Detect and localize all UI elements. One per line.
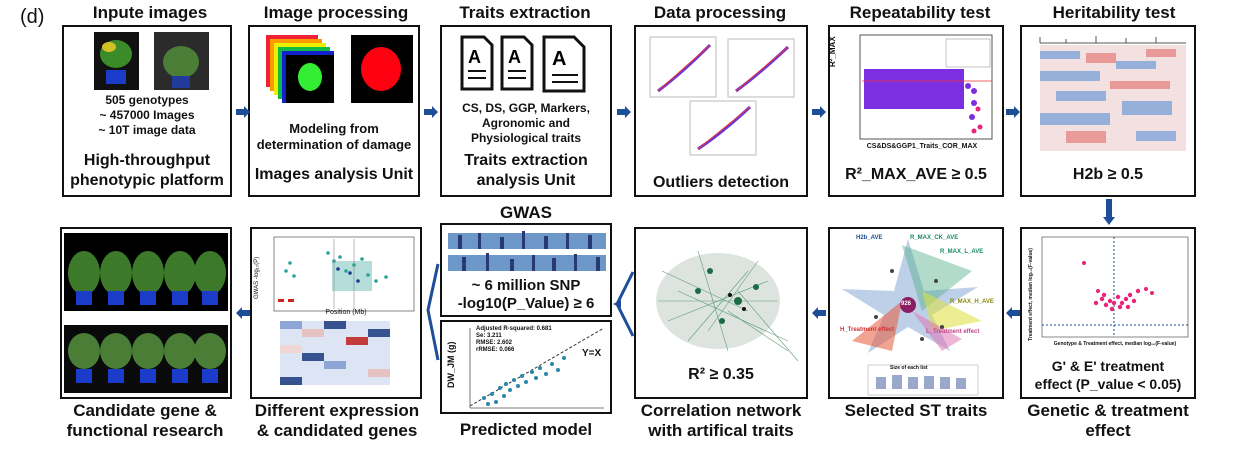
- predicted-stats: Adjusted R-squared: 0.681 Se: 3.211 RMSE…: [476, 326, 552, 353]
- repeat-xlabel: CS&DS&GGP1_Traits_COR_MAX: [866, 143, 978, 150]
- plant-photos: [94, 32, 209, 90]
- genetic-caption: Genetic & treatment effect: [1027, 401, 1189, 440]
- genetic-box: Treatment effect, median log₁₀(F-value) …: [1020, 227, 1196, 399]
- arrow-right-5: [1006, 106, 1020, 118]
- venn-label-h2b: H2b_AVE: [856, 235, 883, 241]
- herit-box: H2b ≥ 0.5: [1020, 25, 1196, 197]
- expression-xlabel: Position (Mb): [325, 309, 367, 316]
- expression-caption: Different expression & candidated genes: [254, 401, 420, 440]
- processing-box: Modeling from determination of damage Im…: [248, 25, 420, 197]
- inpute-box: 505 genotypes ~ 457000 Images ~ 10T imag…: [62, 25, 232, 197]
- venn-label-h-treat: H_Treatment effect: [840, 327, 895, 333]
- inpute-stats: 505 genotypes ~ 457000 Images ~ 10T imag…: [64, 93, 230, 138]
- selected-box: H2b_AVE R_MAX_CK_AVE R_MAX_L_AVE R_MAX_H…: [828, 227, 1004, 399]
- predicted-caption: Predicted model: [459, 420, 593, 439]
- traits-caption: Traits extraction analysis Unit: [464, 152, 588, 189]
- arrow-chevron-gwas: [424, 260, 440, 370]
- genetic-xlabel: Genotype & Treatment effect, median log₁…: [1053, 341, 1177, 347]
- venn-bar-title: Size of each list: [890, 365, 928, 371]
- manhattan-plot: [448, 231, 606, 271]
- venn-label-l-treat: L_Treatment effect: [926, 329, 980, 335]
- arrow-chevron-network: [613, 268, 635, 364]
- svg-text:A: A: [552, 48, 566, 70]
- network-caption: Correlation network with artifical trait…: [640, 401, 802, 440]
- arrow-down: [1103, 199, 1115, 225]
- processing-caption: Images analysis Unit: [254, 166, 414, 183]
- herit-heading: Heritability test: [1052, 3, 1176, 22]
- arrow-left-2: [812, 307, 826, 319]
- data-heading: Data processing: [653, 3, 787, 22]
- arrow-left-1: [1006, 307, 1020, 319]
- venn-label-h: R_MAX_H_AVE: [950, 299, 994, 305]
- data-box: Outliers detection: [634, 25, 808, 197]
- correlation-network: [656, 250, 799, 362]
- traits-box: A A A CS, DS, GGP, Markers, Agronomic an…: [440, 25, 612, 197]
- qq-plots: [649, 36, 795, 156]
- selected-caption: Selected ST traits: [844, 401, 988, 420]
- genetic-scatter: [1041, 236, 1189, 338]
- processing-heading: Image processing: [263, 3, 409, 22]
- venn-label-l: R_MAX_L_AVE: [940, 249, 984, 255]
- repeat-ylabel: R²_MAX: [828, 36, 837, 67]
- arrow-left-3: [236, 307, 250, 319]
- repeat-heading: Repeatability test: [849, 3, 991, 22]
- repeatability-scatter: [859, 34, 993, 140]
- stat-images: ~ 457000 Images: [99, 108, 195, 122]
- network-r2: R² ≥ 0.35: [688, 366, 754, 383]
- arrow-right-1: [236, 106, 250, 118]
- traits-heading: Traits extraction: [459, 3, 591, 22]
- predicted-box: Adjusted R-squared: 0.681 Se: 3.211 RMSE…: [440, 320, 612, 414]
- svg-text:A: A: [508, 47, 521, 67]
- candidate-box: [60, 227, 232, 399]
- predicted-scatter: [469, 327, 605, 409]
- stat-data: ~ 10T image data: [98, 123, 196, 137]
- repeat-box: R²_MAX CS&DS&GGP1_Traits_COR_MAX R²_MAX_…: [828, 25, 1004, 197]
- heritability-heatmap: [1039, 36, 1186, 151]
- svg-text:A: A: [468, 47, 481, 67]
- venn-center: 926: [901, 301, 912, 307]
- arrow-right-3: [617, 106, 631, 118]
- data-caption: Outliers detection: [652, 174, 790, 191]
- venn-label-ck: R_MAX_CK_AVE: [910, 235, 959, 241]
- herit-caption: H2b ≥ 0.5: [1072, 166, 1144, 183]
- candidate-caption: Candidate gene & functional research: [66, 401, 224, 440]
- genetic-caption-box: G' & E' treatment effect (P_value < 0.05…: [1034, 358, 1182, 392]
- gwas-box: ~ 6 million SNP -log10(P_Value) ≥ 6: [440, 223, 612, 317]
- gwas-body: ~ 6 million SNP -log10(P_Value) ≥ 6: [457, 277, 595, 312]
- candidate-photos: [64, 233, 228, 393]
- panel-label: (d): [20, 6, 45, 28]
- network-box: R² ≥ 0.35: [634, 227, 808, 399]
- arrow-right-2: [424, 106, 438, 118]
- gwas-heading: GWAS: [500, 203, 552, 222]
- document-icons: A A A: [460, 35, 586, 93]
- predicted-ylabel: DW_JM (g): [446, 341, 456, 389]
- inpute-heading: Inpute images: [92, 3, 208, 22]
- stat-genotypes: 505 genotypes: [105, 93, 189, 107]
- traits-body: CS, DS, GGP, Markers, Agronomic and Phys…: [462, 101, 590, 145]
- repeat-caption: R²_MAX_AVE ≥ 0.5: [845, 166, 987, 183]
- venn-diagram: [842, 239, 982, 396]
- expression-ylabel: GWAS -log₁₀(P): [254, 256, 260, 299]
- processing-mid-text: Modeling from determination of damage: [256, 121, 412, 152]
- inpute-caption: High-throughput phenotypic platform: [70, 152, 224, 189]
- expression-box: Position (Mb) GWAS -log₁₀(P): [250, 227, 422, 399]
- expression-plots: [273, 236, 415, 385]
- predicted-line-label: Y=X: [582, 348, 602, 359]
- genetic-ylabel: Treatment effect, median log₁₀(F-value): [1028, 248, 1034, 341]
- segmentation-images: [266, 35, 413, 103]
- arrow-right-4: [812, 106, 826, 118]
